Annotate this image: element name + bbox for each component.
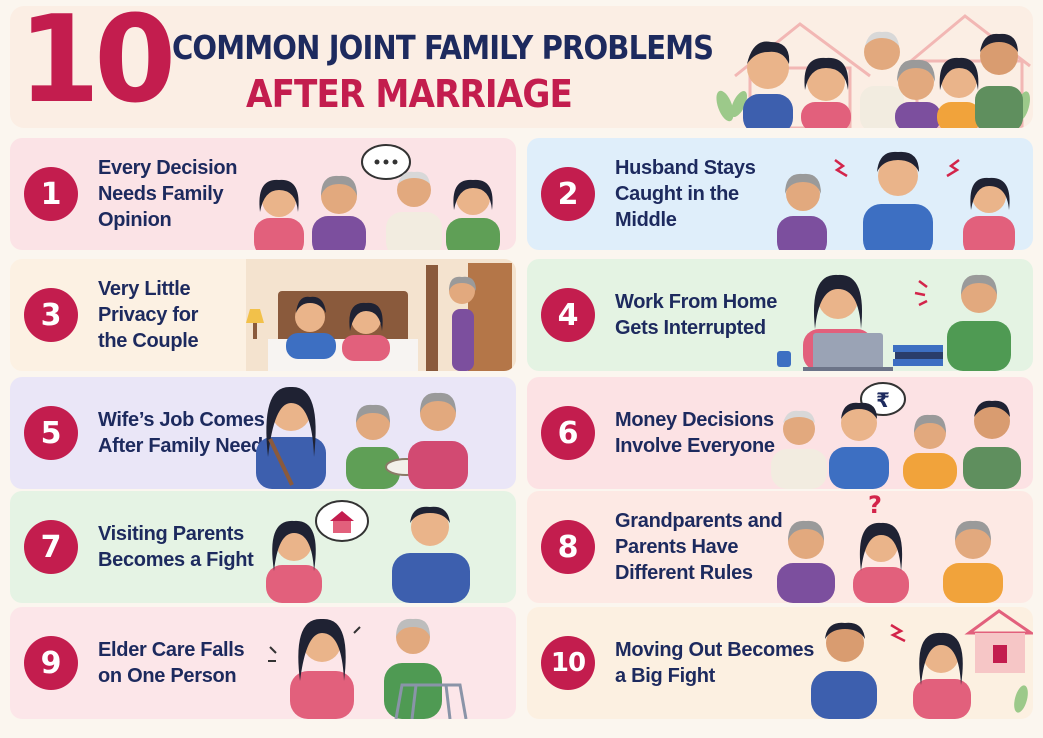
- walker-icon: [394, 683, 468, 719]
- question-mark-icon: ?: [868, 491, 882, 519]
- card-title: Every Decision Needs Family Opinion: [98, 157, 238, 231]
- card-7: 7 Visiting Parents Becomes a Fight: [10, 491, 516, 603]
- card-number-badge: 3: [24, 288, 78, 342]
- card-number-badge: 2: [541, 167, 595, 221]
- card-3: 3 Very Little Privacy for the Couple: [10, 259, 516, 371]
- family-group: [743, 31, 1023, 128]
- card-title: Wife’s Job Comes After Family Needs: [98, 409, 274, 457]
- leaf-icon: [1014, 685, 1028, 713]
- card-number-badge: 8: [541, 520, 595, 574]
- card-1: 1 Every Decision Needs Family Opinion: [10, 138, 516, 250]
- speech-bubble-ellipsis-icon: [361, 144, 411, 180]
- card-title: Visiting Parents Becomes a Fight: [98, 523, 254, 571]
- family-illustration: [716, 14, 1031, 128]
- bag-strap-icon: [268, 438, 294, 486]
- title-line-1: COMMON JOINT FAMILY PROBLEMS: [172, 28, 714, 67]
- books-icon: [893, 345, 943, 366]
- card-illustration: [246, 259, 516, 371]
- tension-spark-icon: [890, 623, 906, 643]
- card-number-badge: 4: [541, 288, 595, 342]
- card-5: 5 Wife’s Job Comes After Family Needs: [10, 377, 516, 489]
- card-illustration: ₹: [771, 382, 1021, 489]
- house-icon: [964, 609, 1033, 673]
- card-illustration: [254, 144, 500, 250]
- card-illustration: [777, 151, 1015, 250]
- card-illustration: [256, 386, 468, 489]
- card-8: 8 Grandparents and Parents Have Differen…: [527, 491, 1033, 603]
- card-title: Grandparents and Parents Have Different …: [615, 510, 783, 584]
- card-title: Elder Care Falls on One Person: [98, 639, 245, 687]
- card-illustration: [268, 618, 468, 719]
- card-title: Very Little Privacy for the Couple: [98, 278, 199, 352]
- card-9: 9 Elder Care Falls on One Person: [10, 607, 516, 719]
- card-illustration: [266, 500, 470, 603]
- card-6: 6 Money Decisions Involve Everyone ₹: [527, 377, 1033, 489]
- tension-spark-icon: [834, 159, 960, 178]
- card-number-badge: 10: [541, 636, 595, 690]
- card-title: Money Decisions Involve Everyone: [615, 409, 775, 457]
- laptop-icon: [803, 333, 893, 371]
- card-number-badge: 5: [24, 406, 78, 460]
- card-4: 4 Work From Home Gets Interrupted: [527, 259, 1033, 371]
- card-number-badge: 1: [24, 167, 78, 221]
- mug-icon: [777, 351, 791, 367]
- title-line-2: AFTER MARRIAGE: [246, 72, 573, 116]
- card-illustration: [777, 274, 1011, 371]
- card-title: Work From Home Gets Interrupted: [615, 291, 778, 339]
- card-2: 2 Husband Stays Caught in the Middle: [527, 138, 1033, 250]
- header-banner: 10 COMMON JOINT FAMILY PROBLEMS AFTER MA…: [10, 6, 1033, 128]
- house-bubble-icon: [315, 500, 369, 542]
- stress-lines-icon: [268, 626, 361, 662]
- card-10: 10 Moving Out Becomes a Big Fight: [527, 607, 1033, 719]
- card-title: Moving Out Becomes a Big Fight: [615, 639, 815, 687]
- svg-text:₹: ₹: [876, 388, 890, 412]
- card-number-badge: 9: [24, 636, 78, 690]
- tension-spark-icon: [914, 280, 928, 307]
- card-number-badge: 6: [541, 406, 595, 460]
- card-illustration: ?: [777, 491, 1003, 603]
- header-number: 10: [18, 6, 176, 128]
- card-number-badge: 7: [24, 520, 78, 574]
- card-illustration: [811, 609, 1033, 719]
- lamp-icon: [246, 309, 264, 339]
- card-title: Husband Stays Caught in the Middle: [615, 157, 756, 231]
